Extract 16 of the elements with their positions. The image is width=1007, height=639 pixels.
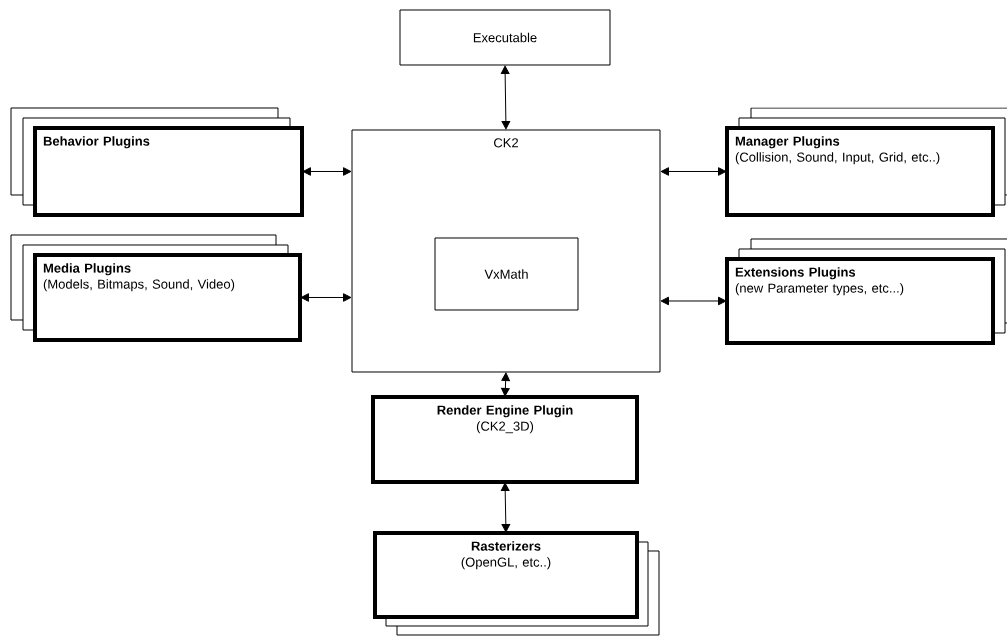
- arrow: [300, 293, 352, 302]
- arrow: [660, 296, 727, 306]
- stacked-box: Manager Plugins (Collision, Sound, Input, Grid, etc..): [725, 107, 1007, 217]
- arrow: [302, 167, 352, 176]
- stacked-box: Behavior Plugins: [10, 107, 304, 217]
- stacked-box: Media Plugins (Models, Bitmaps, Sound, Video): [10, 234, 302, 342]
- process-box: Executable: [399, 9, 611, 66]
- stacked-box: Rasterizers (OpenGL, etc..): [373, 531, 660, 636]
- process-box: VxMath: [434, 237, 579, 311]
- arrow: [501, 372, 510, 397]
- stacked-box: Extensions Plugins (new Parameter types, etc...): [725, 238, 1007, 345]
- arrow: [500, 482, 511, 533]
- process-box: Render Engine Plugin (CK2_3D): [371, 395, 639, 484]
- arrow: [660, 167, 727, 176]
- arrow: [500, 65, 511, 130]
- node-label: Rasterizers: [471, 541, 541, 551]
